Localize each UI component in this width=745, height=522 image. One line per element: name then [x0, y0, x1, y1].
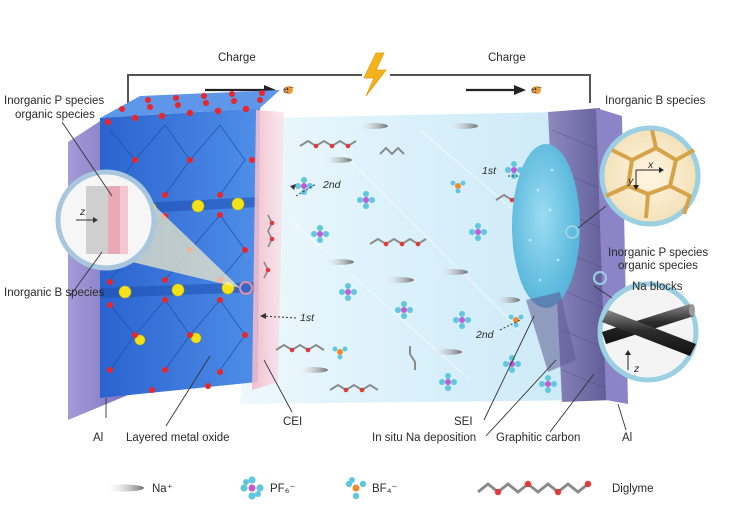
na-deposition	[526, 292, 576, 372]
anode-label-al: Al	[622, 432, 632, 444]
lightning-icon	[363, 52, 387, 97]
anode-label-na-blocks: Na blocks	[632, 281, 683, 293]
legend	[104, 476, 592, 500]
electron-icon	[285, 86, 293, 94]
external-circuit	[127, 74, 591, 103]
electron-arrow-right	[466, 85, 541, 95]
cathode-label-inorganic-p: Inorganic P species	[4, 95, 104, 107]
legend-diglyme-label: Diglyme	[612, 483, 654, 495]
anode-label-sei: SEI	[454, 416, 473, 428]
electron-label-left: e⁻	[283, 84, 295, 96]
sei-layer	[512, 144, 580, 308]
cathode-label-oxide: Layered metal oxide	[126, 432, 230, 444]
legend-na-label: Na⁺	[152, 483, 173, 495]
cathode-axis-z: z	[79, 206, 86, 218]
anode-zoom-na-blocks	[593, 271, 699, 383]
label-2nd-anode: 2nd	[475, 329, 495, 341]
anode-label-inorganic-p: Inorganic P species	[608, 247, 708, 259]
cathode-label-organic: organic species	[15, 109, 95, 121]
electrolyte-region	[240, 112, 600, 404]
cathode-label-cei: CEI	[283, 416, 302, 428]
cei-molecules	[263, 214, 275, 279]
cathode-zoom-circle	[55, 169, 253, 295]
anode-axis-y: y	[627, 175, 634, 187]
label-1st-anode: 1st	[482, 165, 497, 177]
cathode-label-inorganic-b: Inorganic B species	[4, 287, 105, 299]
legend-pf6-label: PF₆⁻	[270, 483, 295, 495]
anode-label-inorganic-b: Inorganic B species	[605, 95, 706, 107]
anode-axis-z: z	[633, 363, 640, 375]
cathode-leader-lines	[61, 121, 293, 427]
anode-label-insitu: In situ Na deposition	[372, 432, 476, 444]
cathode-label-al: Al	[93, 432, 103, 444]
label-1st-cathode: 1st	[300, 312, 315, 324]
legend-diglyme-icon	[477, 480, 592, 496]
legend-pf6-icon	[240, 476, 264, 500]
label-2nd-cathode: 2nd	[322, 179, 342, 191]
electron-icon	[533, 86, 541, 94]
anode-zoom-inorganic-b	[565, 125, 701, 239]
anode-leader-lines	[483, 315, 627, 437]
graphite-texture	[551, 129, 611, 391]
cei-layer	[252, 110, 284, 390]
charge-label-left: Charge	[218, 52, 256, 64]
sei-texture	[528, 168, 560, 282]
electron-label-right: e⁻	[531, 84, 543, 96]
legend-bf4-label: BF₄⁻	[372, 483, 397, 495]
anode-axis-x: x	[647, 159, 654, 171]
anode-label-graphitic: Graphitic carbon	[496, 432, 580, 444]
legend-bf4-icon	[345, 477, 367, 500]
legend-na-icon	[104, 484, 144, 492]
charge-label-right: Charge	[488, 52, 526, 64]
anode-label-organic: organic species	[618, 260, 698, 272]
